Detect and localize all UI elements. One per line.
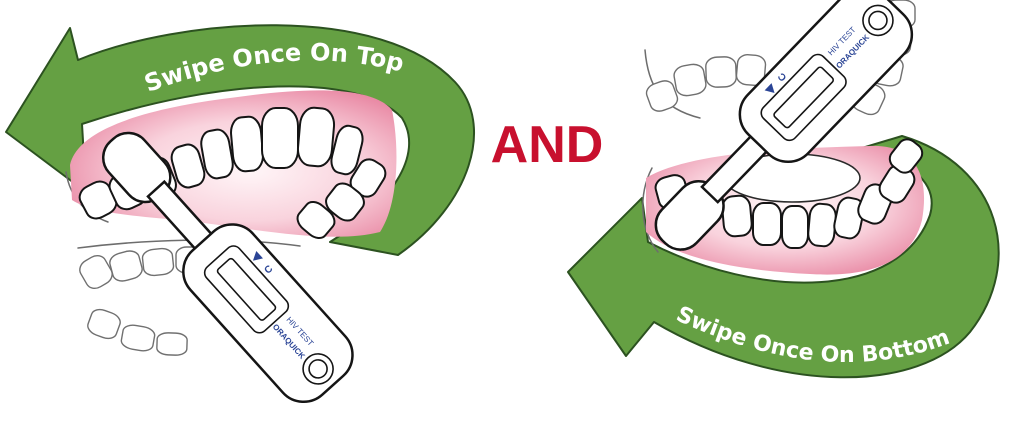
tooth — [705, 56, 737, 88]
tooth — [752, 202, 782, 246]
tooth — [156, 332, 188, 356]
lower-teeth-outline — [79, 246, 236, 356]
tooth — [109, 250, 143, 282]
and-connector: AND — [491, 116, 604, 174]
tooth — [296, 200, 336, 240]
result-strip — [773, 66, 834, 129]
tooth — [645, 80, 679, 112]
tooth — [330, 124, 364, 176]
tooth — [721, 194, 753, 238]
tooth — [200, 128, 234, 180]
collection-circle-inner — [868, 10, 888, 31]
tooth — [673, 63, 707, 97]
lower-jaw-panel: Swipe Once On Bottom C ORAQUICK HIV TEST — [567, 0, 1000, 379]
top-swipe-arrow-icon — [5, 24, 476, 256]
tooth — [170, 143, 206, 189]
control-arrow-icon — [252, 250, 263, 261]
tooth — [833, 196, 865, 240]
tooth — [120, 324, 156, 352]
tooth — [325, 182, 365, 222]
tooth — [781, 205, 809, 249]
test-device-bottom-swipe: C ORAQUICK HIV TEST — [654, 0, 914, 251]
test-device-top-swipe: C ORAQUICK HIV TEST — [101, 131, 354, 404]
tooth — [230, 115, 264, 173]
tooth — [261, 107, 299, 169]
result-strip — [216, 257, 277, 321]
tooth — [296, 106, 336, 168]
tooth — [888, 138, 924, 174]
tooth — [807, 202, 837, 248]
bottom-swipe-arrow-icon — [567, 135, 1000, 379]
tooth — [141, 247, 175, 277]
collection-circle-inner — [308, 359, 328, 379]
upper-jaw-panel: Swipe Once On Top C ORAQUICK HIV TEST — [5, 24, 476, 404]
tooth — [79, 254, 113, 290]
tooth — [87, 308, 121, 340]
tooth — [735, 54, 767, 86]
control-arrow-icon — [764, 83, 775, 93]
mouth-corner-contour — [642, 167, 659, 253]
